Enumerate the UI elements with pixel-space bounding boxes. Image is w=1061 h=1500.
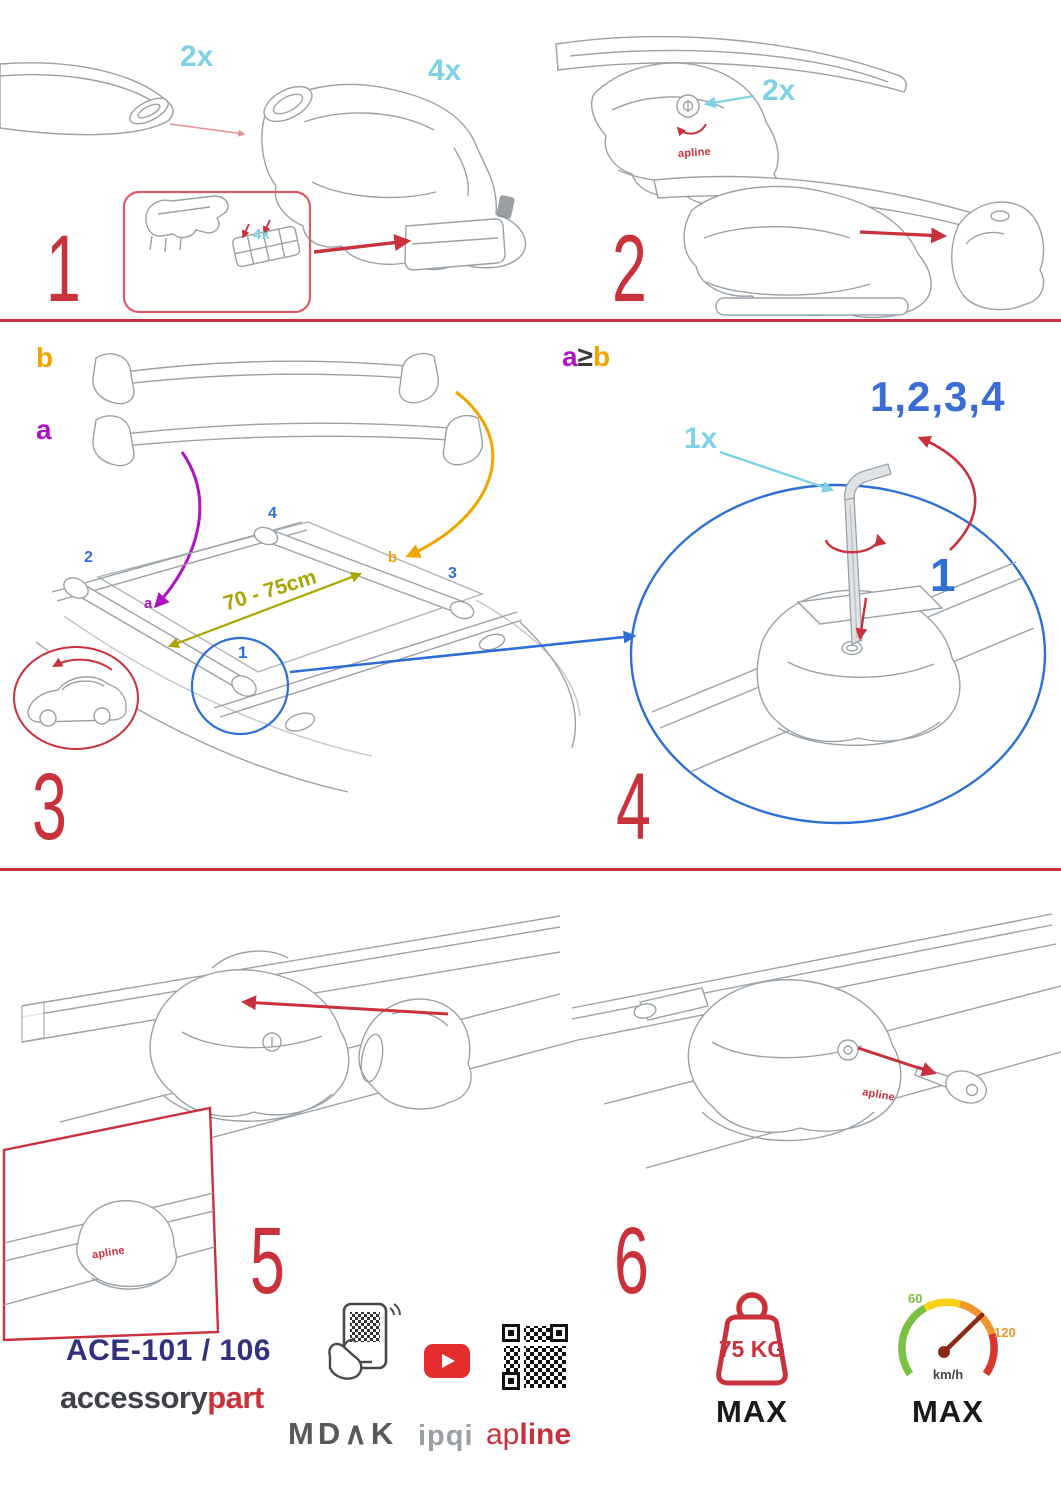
roof-position-2: 2 [84, 549, 93, 566]
key-insert-arrow [857, 1046, 937, 1077]
bottom-section-art [2, 913, 1061, 1342]
apline-logo: apline [486, 1420, 571, 1450]
step4-number: 4 [616, 754, 651, 860]
foot-brand-logo: apline [677, 145, 712, 161]
tightening-detail [629, 463, 1047, 825]
step1-pad-qty-label: 4x [253, 226, 270, 243]
brand-accessory: accessory [60, 1380, 208, 1415]
step1-foot-qty-label: 4x [428, 54, 462, 87]
brand-part: part [207, 1380, 264, 1415]
qr-code-icon [502, 1324, 568, 1390]
max-load-value: 75 KG [718, 1336, 786, 1362]
roof-bar-b-label: b [388, 549, 398, 566]
rule-a: a [562, 341, 578, 372]
speed-low-label: 60 [908, 1291, 923, 1306]
key-qty-label: 1x [684, 422, 718, 455]
foot-drawing-step6 [633, 979, 902, 1142]
step2-number: 2 [612, 216, 647, 322]
middle-section-art [13, 352, 1047, 825]
phone-qr-icon [328, 1302, 401, 1380]
speed-high-label: 120 [994, 1325, 1016, 1340]
foot-assembly-drawing-step2 [653, 175, 1032, 319]
ipqi-logo: ipqi [418, 1420, 474, 1452]
max-load-label: MAX [716, 1394, 788, 1429]
car-direction-inset [13, 646, 139, 750]
foot-drawing-step1 [261, 83, 527, 271]
lock-cylinder-icon [837, 1039, 859, 1061]
speed-unit-label: km/h [932, 1367, 964, 1382]
bar-a-position-arrow [153, 451, 202, 609]
mdak-logo: MD∧K [288, 1416, 398, 1451]
position-1-callout: 1 [930, 549, 956, 601]
qr-finder-top-left [502, 1324, 520, 1342]
brand-wordmark: accessorypart [60, 1382, 264, 1413]
foot-drawing-step5 [149, 950, 350, 1122]
top-section-art [0, 35, 1045, 319]
max-speed-label: MAX [912, 1394, 984, 1429]
bar-a-label: a [36, 414, 52, 445]
apline-line: line [519, 1418, 572, 1451]
step3-number: 3 [32, 754, 67, 860]
bar-b-position-arrow [405, 390, 495, 558]
cap-attach-arrow [859, 227, 948, 244]
section-divider-1 [0, 319, 1061, 322]
press-down-arrow [855, 597, 868, 641]
rule-operator: ≥ [577, 341, 593, 372]
step2-lock-qty-label: 2x [762, 74, 796, 107]
roof-position-3: 3 [448, 565, 457, 582]
speedometer-icon [898, 1298, 998, 1377]
step6-number: 6 [614, 1208, 649, 1314]
weight-icon [716, 1292, 788, 1386]
product-model: ACE-101 / 106 [66, 1334, 271, 1367]
detail-zoom-arrow [289, 630, 637, 674]
bar-b-label: b [36, 342, 54, 373]
section-divider-2 [0, 868, 1061, 871]
lock-qty-arrow [703, 94, 755, 109]
foot1-highlight-circle [190, 636, 290, 736]
tightening-sequence-label: 1,2,3,4 [870, 373, 1006, 420]
cover-cap-drawing-step2 [951, 201, 1045, 311]
rule-b: b [592, 341, 611, 372]
pad-inset-drawing [122, 190, 312, 314]
mounted-foot-inset [2, 1106, 220, 1342]
rotate-arrow [824, 533, 887, 554]
pad-insert-arrow [313, 234, 412, 254]
qr-finder-bottom-left [502, 1372, 520, 1390]
crossbar-end-drawing [0, 62, 174, 136]
cover-slide-arrow [241, 995, 449, 1016]
step5-number: 5 [250, 1208, 285, 1314]
key-qty-arrow [719, 450, 835, 493]
crossbar-b-drawing [92, 352, 439, 405]
bar-length-rule: a≥b [562, 343, 610, 371]
qr-finder-top-right [550, 1324, 568, 1342]
roof-position-4: 4 [268, 505, 277, 522]
cover-cap-drawing-step5 [358, 998, 472, 1110]
step1-bar-qty-label: 2x [180, 40, 214, 73]
sequence-arrow [917, 435, 977, 551]
roof-position-1: 1 [238, 643, 248, 662]
roof-bar-a-label: a [144, 595, 153, 612]
speedometer-needle [941, 1312, 985, 1355]
bar-span-dimension-arrow [167, 571, 363, 649]
car-roof-drawing [35, 521, 581, 793]
bar-to-foot-arrow [169, 123, 246, 137]
youtube-icon [424, 1344, 470, 1378]
crossbar-a-drawing [92, 414, 483, 467]
apline-ap: ap [486, 1418, 520, 1451]
step1-number: 1 [46, 216, 81, 322]
